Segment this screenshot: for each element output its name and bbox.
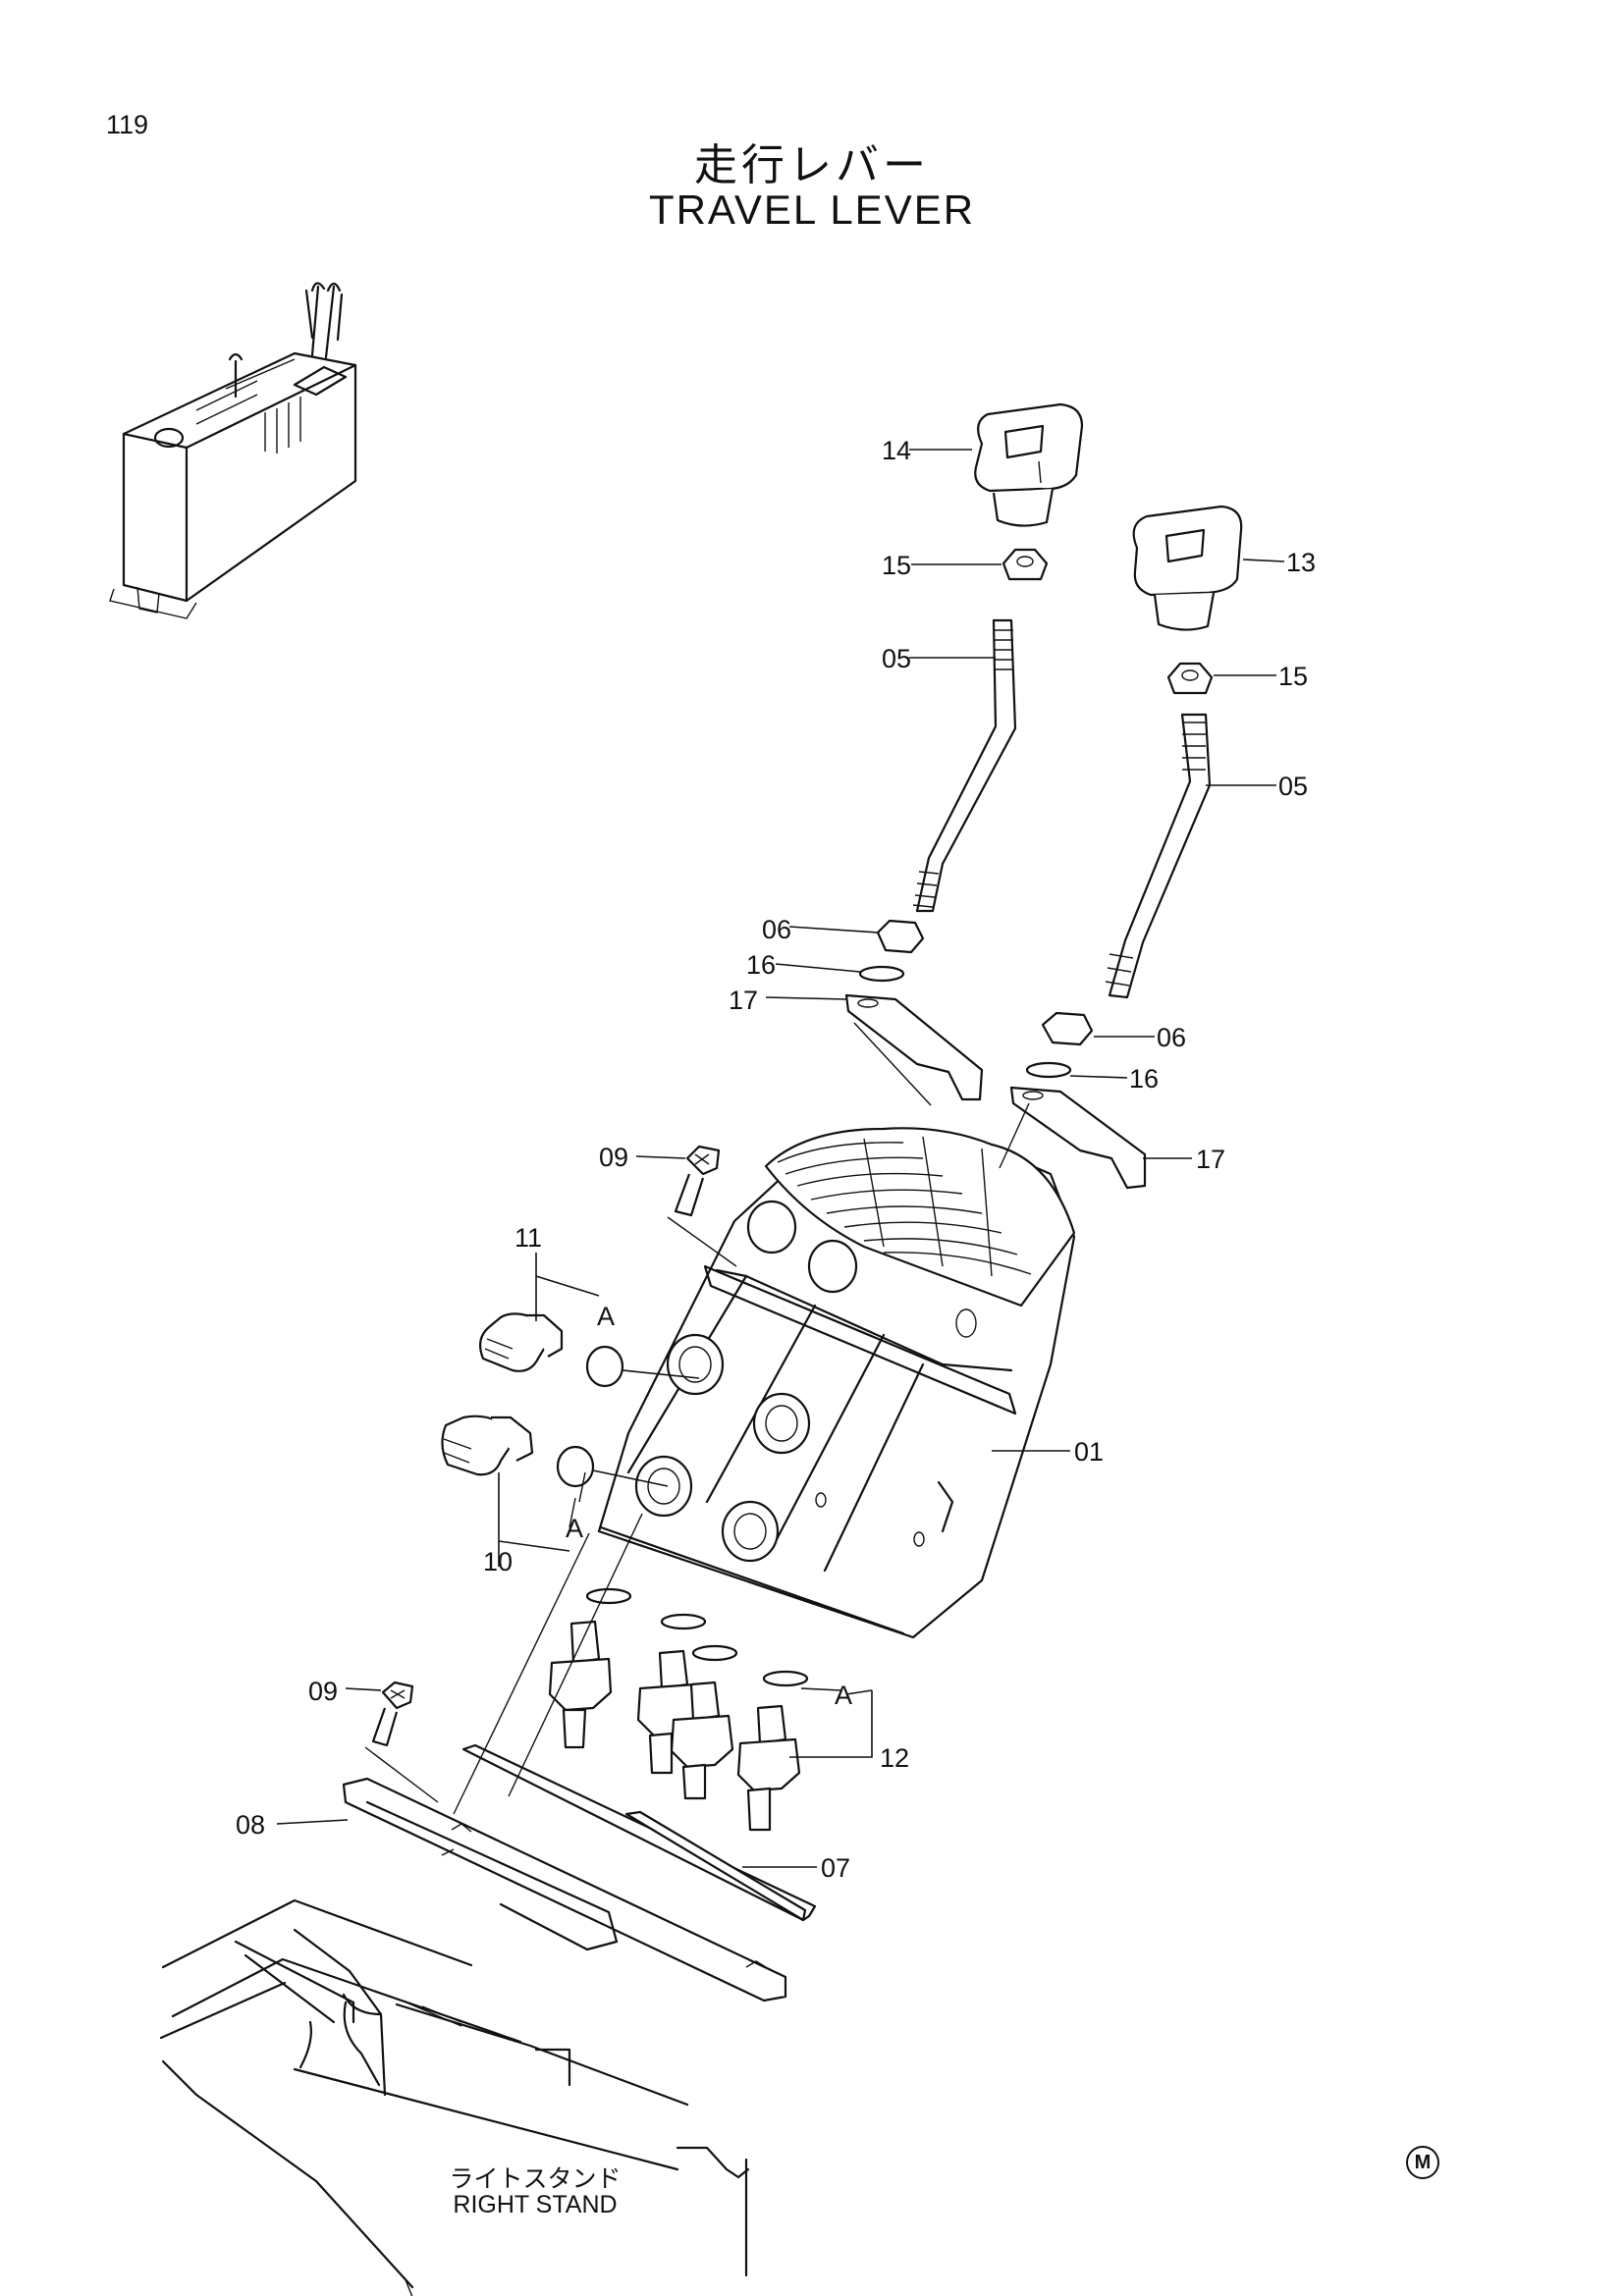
callout-13: 13 (1286, 548, 1316, 577)
callout-16: 16 (1129, 1064, 1159, 1094)
part-16-washer-left (858, 965, 905, 983)
right-stand-outline (159, 1898, 750, 2289)
o-ring-lower (556, 1445, 595, 1488)
callout-09: 09 (599, 1143, 628, 1172)
assembly-guide-lines (404, 1022, 1030, 2296)
part-17-plate-right (1009, 1086, 1147, 1190)
part-05-lever-rod-left (912, 618, 1017, 913)
title-english: TRAVEL LEVER (648, 187, 976, 233)
part-07-gasket (461, 1743, 817, 1922)
callout-06: 06 (1157, 1023, 1186, 1052)
callout-05: 05 (1278, 772, 1308, 801)
part-15-nut-upper (1001, 548, 1049, 581)
part-11-elbow-fitting (478, 1312, 564, 1372)
callout-11: 11 (514, 1223, 542, 1253)
callout-12: 12 (880, 1743, 909, 1773)
callout-a: A (835, 1681, 852, 1710)
callout-17: 17 (729, 986, 758, 1015)
part-01-pilot-valve-body (597, 1127, 1076, 1639)
callout-17: 17 (1196, 1145, 1225, 1174)
callout-01: 01 (1074, 1437, 1104, 1467)
part-15-nut-right (1166, 662, 1214, 695)
callout-a: A (597, 1302, 615, 1331)
part-16-washer-right (1025, 1061, 1072, 1079)
callout-07: 07 (821, 1853, 850, 1883)
part-12-fittings (548, 1620, 801, 1832)
callout-08: 08 (236, 1810, 265, 1840)
title-japanese: 走行レバー (694, 140, 930, 190)
part-05-lever-rod-right (1105, 713, 1212, 999)
o-rings-bottom (585, 1587, 809, 1687)
callout-a: A (566, 1514, 583, 1543)
part-06-nut-right (1041, 1011, 1094, 1046)
location-thumbnail (109, 282, 357, 619)
o-ring-upper (585, 1345, 624, 1388)
part-13-knob (1132, 505, 1243, 631)
callout-10: 10 (483, 1547, 513, 1576)
callout-14: 14 (882, 436, 911, 465)
part-06-nut-left (876, 919, 925, 954)
part-09-screw-upper (667, 1145, 737, 1267)
callout-labels: 14 15 05 13 15 05 06 16 17 06 16 17 09 1… (236, 436, 1316, 1883)
right-stand-label-english: RIGHT STAND (453, 2191, 618, 2218)
callout-15: 15 (882, 551, 911, 580)
callout-15: 15 (1278, 662, 1308, 691)
right-stand-label-japanese: ライトスタンド (449, 2164, 622, 2193)
part-09-screw-lower (364, 1681, 439, 1803)
part-17-plate-left (844, 993, 984, 1101)
callout-09: 09 (308, 1677, 338, 1706)
part-08-mounting-plate (342, 1777, 787, 2002)
callout-06: 06 (762, 915, 791, 944)
callout-leaders (276, 449, 1285, 1868)
registered-mark: M (1406, 2146, 1439, 2179)
callout-05: 05 (882, 644, 911, 673)
part-10-elbow-fitting (441, 1415, 534, 1476)
callout-16: 16 (746, 950, 776, 980)
part-14-knob (974, 402, 1084, 527)
page-number: 119 (106, 110, 149, 139)
